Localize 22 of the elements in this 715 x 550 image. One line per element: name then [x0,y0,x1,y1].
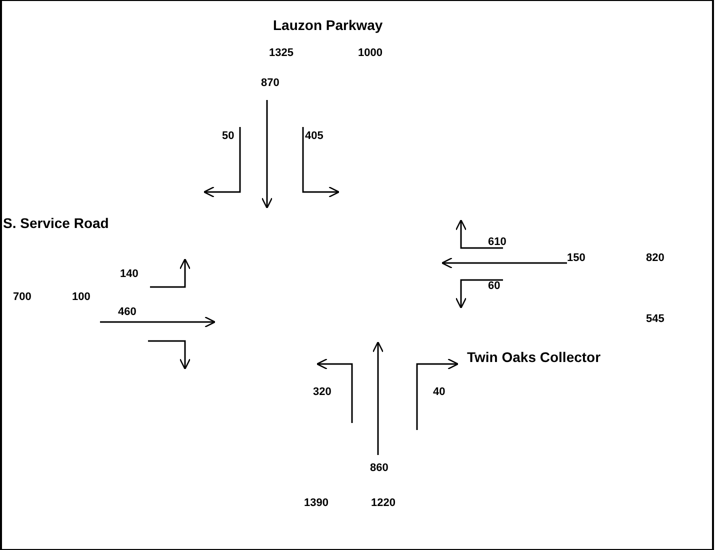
traffic-volume: 150 [567,252,586,264]
traffic-volume: 405 [305,130,324,142]
street-name: S. Service Road [3,216,109,232]
traffic-volume: 1390 [304,497,328,510]
traffic-volume: 50 [222,130,234,142]
street-name: Twin Oaks Collector [467,350,601,366]
traffic-volume: 610 [488,236,506,248]
traffic-volume: 860 [370,462,388,474]
traffic-volume: 1220 [371,497,396,510]
traffic-volume: 700 [13,291,32,304]
traffic-volume: 1000 [358,47,382,60]
traffic-volume: 460 [118,306,136,318]
traffic-volume: 545 [646,313,664,326]
traffic-volume: 100 [72,291,90,304]
traffic-volume: 870 [261,77,280,90]
traffic-volume: 40 [433,386,446,398]
street-name: Lauzon Parkway [273,18,383,34]
traffic-volume: 140 [120,268,138,280]
traffic-volume: 320 [313,386,332,398]
traffic-volume: 60 [488,280,500,292]
traffic-volume: 820 [646,252,664,264]
traffic-volume: 1325 [269,47,294,60]
